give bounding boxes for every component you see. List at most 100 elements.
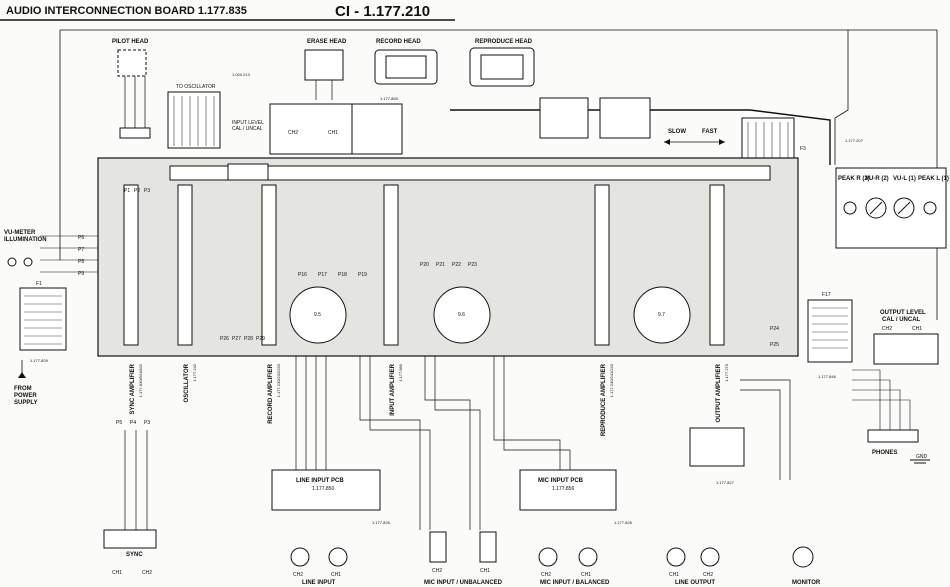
plug-p27: P27 — [232, 336, 241, 342]
meter-vu-l: VU-L (1) — [893, 176, 916, 182]
mic-unbal-ch1: CH1 — [480, 568, 490, 574]
peak-r-led — [843, 201, 857, 215]
plug-p18: P18 — [338, 272, 347, 278]
plug-p25: P25 — [770, 342, 779, 348]
mic-unbalanced-label: MIC INPUT / UNBALANCED — [424, 580, 503, 586]
head-connector-right — [539, 97, 589, 139]
line-output-ch2-xlr — [700, 547, 720, 567]
pin-p7: P7 — [78, 247, 84, 253]
line-output-ch1-xlr — [666, 547, 686, 567]
plug-p3: P3 — [144, 188, 150, 194]
module-input-amp-num: 1.177.880 — [398, 363, 403, 382]
connector-f17 — [807, 299, 853, 363]
pilot-head-label: PILOT HEAD — [112, 39, 149, 45]
part-1-177-827: 1.177.827 — [716, 480, 735, 485]
sync-p5: P5 — [116, 420, 122, 426]
line-output-ch1: CH1 — [669, 572, 679, 578]
from-ps-3: SUPPLY — [14, 400, 37, 406]
sync-ch2: CH2 — [142, 570, 152, 576]
module-oscillator: OSCILLATOR — [184, 363, 190, 402]
lamp-1 — [7, 257, 17, 267]
module-output-amp-num: 1.177.270 — [724, 363, 729, 382]
line-input-ch2-xlr — [290, 547, 310, 567]
sync-p4: P4 — [130, 420, 136, 426]
module-record-amp-num: 1.177.230/232/233 — [276, 363, 281, 397]
plug-p21: P21 — [436, 262, 445, 268]
ch1-switch-label: CH1 — [328, 130, 338, 136]
plug-p22: P22 — [452, 262, 461, 268]
part-1-177-829: 1.177.829 — [30, 358, 49, 363]
line-output-label: LINE OUTPUT — [675, 580, 715, 586]
module-oscillator-num: 1.177.242 — [192, 363, 197, 382]
lamp-2 — [23, 257, 33, 267]
part-1-177-846: 1.177.846 — [818, 374, 837, 379]
part-line-input-cable: 1.177.826 — [372, 520, 391, 525]
line-output-block — [689, 427, 745, 467]
phones-jack — [867, 429, 919, 443]
output-level-label: OUTPUT LEVEL — [880, 310, 926, 316]
erase-head-label: ERASE HEAD — [307, 39, 347, 45]
mic-balanced-label: MIC INPUT / BALANCED — [540, 580, 610, 586]
module-reproduce-amp-num: 1.177.240/241/243 — [609, 363, 614, 397]
plug-p1: P1 — [124, 188, 130, 194]
input-level-label: INPUT LEVEL — [232, 120, 264, 126]
output-ch2-label: CH2 — [882, 326, 892, 332]
trimmer-9-6 — [433, 286, 491, 344]
sync-connector — [103, 529, 157, 549]
output-level-switch — [873, 333, 939, 365]
meter-peak-l: PEAK L (1) — [918, 176, 949, 182]
mic-unbal-ch2-jack — [429, 531, 447, 563]
mic-unbal-ch2: CH2 — [432, 568, 442, 574]
connector-f1 — [19, 287, 67, 351]
mic-bal-ch2: CH2 — [541, 572, 551, 578]
reproduce-head-label: REPRODUCE HEAD — [475, 39, 533, 45]
output-level-cal-label: CAL / UNCAL — [882, 317, 921, 323]
mic-bal-ch1: CH1 — [581, 572, 591, 578]
mic-input-pcb-num: 1.177.856 — [552, 486, 574, 492]
trimmer-9-7-label: 9.7 — [658, 312, 665, 318]
sync-label: SYNC — [126, 552, 143, 558]
plug-p29: P29 — [256, 336, 265, 342]
erase-head — [304, 49, 344, 81]
pin-p8: P8 — [78, 259, 84, 265]
from-ps-2: POWER — [14, 393, 37, 399]
part-1-177-855: 1.177.855 — [380, 96, 399, 101]
trimmer-9-6-label: 9.6 — [458, 312, 465, 318]
mic-input-pcb-name: MIC INPUT PCB — [538, 478, 584, 484]
plug-p23: P23 — [468, 262, 477, 268]
peak-l-led — [923, 201, 937, 215]
mic-bal-ch2-xlr — [538, 547, 558, 567]
plug-p20: P20 — [420, 262, 429, 268]
plug-p16: P16 — [298, 272, 307, 278]
phones-label: PHONES — [872, 450, 897, 456]
module-input-amp: INPUT AMPLIFIER — [390, 363, 396, 415]
f3-label: F3 — [800, 146, 806, 152]
sync-ch1: CH1 — [112, 570, 122, 576]
ground-label: GND — [916, 454, 928, 460]
mic-unbal-ch1-jack — [479, 531, 497, 563]
output-ch1-label: CH1 — [912, 326, 922, 332]
module-sync-amp-num: 1.177.830/831/832 — [138, 363, 143, 397]
monitor-label: MONITOR — [792, 580, 821, 586]
line-input-pcb — [271, 469, 381, 511]
line-input-ch1-xlr — [328, 547, 348, 567]
f17-label: F17 — [822, 292, 831, 298]
mic-bal-ch1-xlr — [578, 547, 598, 567]
monitor-connector — [792, 546, 814, 568]
pin-p6: P6 — [78, 235, 84, 241]
plug-p19: P19 — [358, 272, 367, 278]
line-output-ch2: CH2 — [703, 572, 713, 578]
line-input-label: LINE INPUT — [302, 580, 336, 586]
line-input-pcb-name: LINE INPUT PCB — [296, 478, 344, 484]
mic-input-pcb — [519, 469, 617, 511]
part-1-020-213: 1.020.213 — [232, 72, 251, 77]
pilot-connector — [119, 127, 151, 139]
pin-p9: P9 — [78, 271, 84, 277]
part-1-177-207: 1.177.207 — [845, 138, 864, 143]
module-record-amp: RECORD AMPLIFIER — [268, 363, 274, 423]
sync-p3: P3 — [144, 420, 150, 426]
connector-block-left — [167, 91, 221, 149]
line-input-pcb-num: 1.177.850 — [312, 486, 334, 492]
